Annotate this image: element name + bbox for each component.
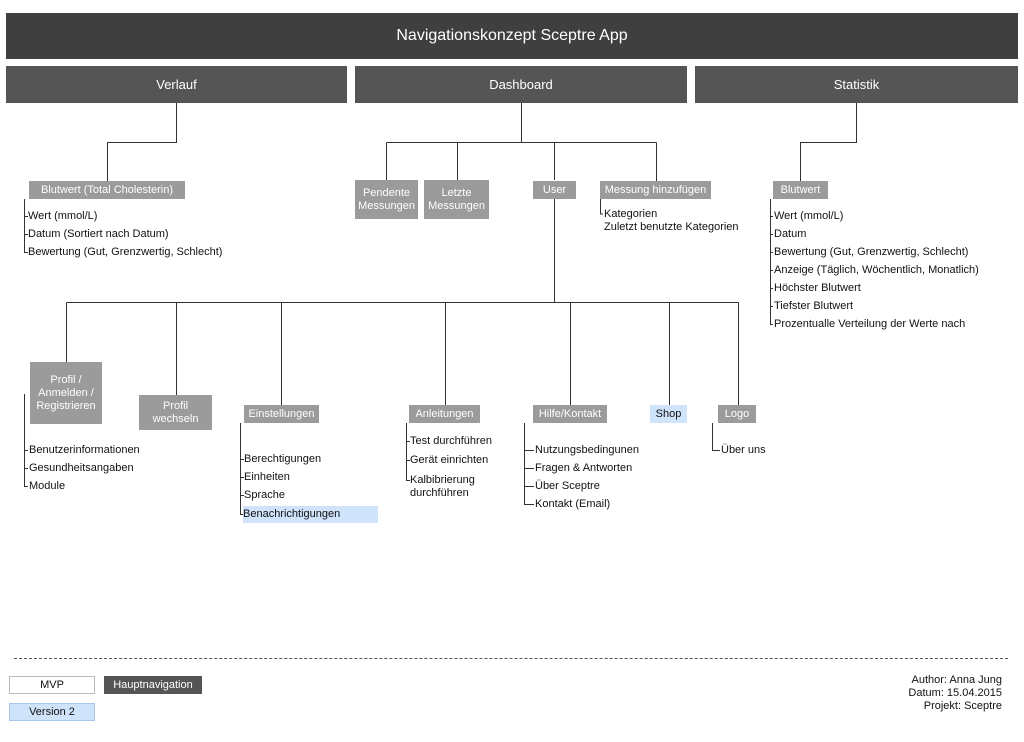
node-shop[interactable]: Shop	[650, 405, 687, 423]
node-anleitungen[interactable]: Anleitungen	[409, 405, 480, 423]
node-blutwert[interactable]: Blutwert	[773, 181, 828, 199]
einstellungen-item: Sprache	[244, 489, 285, 501]
meta-datum: Datum: 15.04.2015	[908, 687, 1002, 699]
page-title: Navigationskonzept Sceptre App	[6, 13, 1018, 59]
logo-item: Über uns	[721, 444, 766, 456]
hilfe-item: Über Sceptre	[535, 480, 600, 492]
node-messung-hinzufuegen[interactable]: Messung hinzufügen	[600, 181, 711, 199]
nav-dashboard[interactable]: Dashboard	[355, 66, 687, 103]
verlauf-item: Datum (Sortiert nach Datum)	[28, 228, 169, 240]
footer-divider	[14, 658, 1008, 659]
node-hilfe-kontakt[interactable]: Hilfe/Kontakt	[533, 405, 607, 423]
statistik-item: Datum	[774, 228, 807, 240]
node-logo[interactable]: Logo	[718, 405, 756, 423]
profil-item: Module	[29, 480, 66, 492]
hilfe-item: Fragen & Antworten	[535, 462, 633, 474]
node-letzte-messungen[interactable]: Letzte Messungen	[424, 180, 489, 219]
meta-projekt: Projekt: Sceptre	[923, 700, 1002, 712]
statistik-item: Anzeige (Täglich, Wöchentlich, Monatlich…	[774, 264, 979, 276]
meta-author: Author: Anna Jung	[911, 674, 1002, 686]
statistik-item: Tiefster Blutwert	[774, 300, 854, 312]
node-profil-wechseln[interactable]: Profil wechseln	[139, 395, 212, 430]
node-einstellungen[interactable]: Einstellungen	[244, 405, 319, 423]
statistik-item: Bewertung (Gut, Grenzwertig, Schlecht)	[774, 246, 969, 258]
statistik-item: Wert (mmol/L)	[774, 210, 844, 222]
node-profil-anmelden[interactable]: Profil / Anmelden / Registrieren	[30, 362, 102, 424]
legend-mvp: MVP	[9, 676, 95, 694]
hilfe-item: Kontakt (Email)	[535, 498, 611, 510]
einstellungen-item-version2: Benachrichtigungen	[243, 506, 378, 523]
verlauf-item: Wert (mmol/L)	[28, 210, 98, 222]
anleitungen-item: Test durchführen	[410, 435, 492, 447]
nav-statistik[interactable]: Statistik	[695, 66, 1018, 103]
statistik-item: Höchster Blutwert	[774, 282, 861, 294]
legend-version2: Version 2	[9, 703, 95, 721]
node-user[interactable]: User	[533, 181, 576, 199]
node-blutwert-total-cholesterin[interactable]: Blutwert (Total Cholesterin)	[29, 181, 185, 199]
einstellungen-item: Berechtigungen	[244, 453, 322, 465]
verlauf-item: Bewertung (Gut, Grenzwertig, Schlecht)	[28, 246, 223, 258]
profil-item: Benutzerinformationen	[29, 444, 140, 456]
messung-item: Kategorien	[604, 208, 658, 220]
meta-info: Author: Anna Jung Datum: 15.04.2015 Proj…	[908, 674, 1002, 713]
node-pendente-messungen[interactable]: Pendente Messungen	[355, 180, 418, 219]
profil-item: Gesundheitsangaben	[29, 462, 134, 474]
einstellungen-item: Einheiten	[244, 471, 290, 483]
nav-verlauf[interactable]: Verlauf	[6, 66, 347, 103]
anleitungen-item: Kalbibrierung durchführen	[410, 474, 475, 499]
legend-hauptnavigation: Hauptnavigation	[104, 676, 202, 694]
anleitungen-item: Gerät einrichten	[410, 454, 489, 466]
messung-item: Zuletzt benutzte Kategorien	[604, 221, 739, 233]
statistik-item: Prozentualle Verteilung der Werte nach	[774, 318, 966, 330]
hilfe-item: Nutzungsbedingunen	[535, 444, 639, 456]
